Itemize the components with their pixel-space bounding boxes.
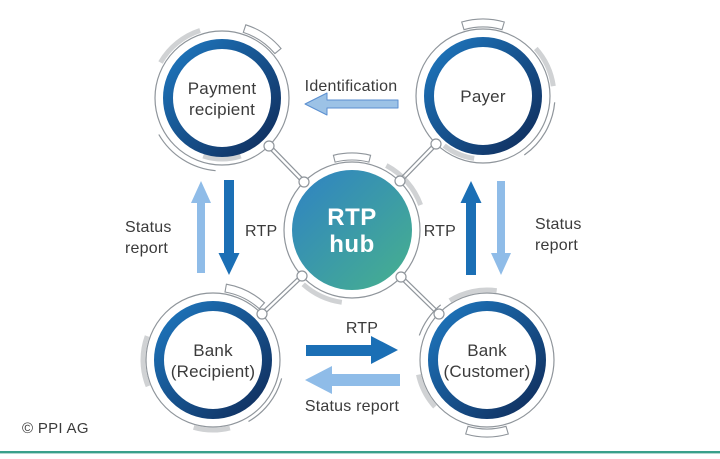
status-report-arrow-up-left-icon xyxy=(191,181,211,273)
hub-connectors xyxy=(256,138,445,320)
rtp-arrow-down-left-icon xyxy=(218,180,240,275)
tab-brackets xyxy=(224,18,509,438)
payer-outer-circle xyxy=(415,28,551,164)
status-report-arrow-left-bottom-icon xyxy=(305,366,400,394)
bank-customer-ring xyxy=(428,301,546,419)
rtp-hub-circle xyxy=(292,170,412,290)
bank-recipient-label-line1: Bank xyxy=(193,341,233,360)
payment-recipient-label-line1: Payment xyxy=(188,79,257,98)
payment-recipient-label-line2: recipient xyxy=(189,100,255,119)
footer-divider-line xyxy=(0,451,720,454)
bank-customer-label-line2: (Customer) xyxy=(443,362,530,381)
rtp-arrow-right-bottom-icon xyxy=(306,336,398,364)
bottom-rtp-label: RTP xyxy=(346,320,378,337)
bank-recipient-ring xyxy=(154,301,272,419)
copyright-label: © PPI AG xyxy=(22,420,89,437)
hub-label-line2: hub xyxy=(329,231,374,258)
right-rtp-label: RTP xyxy=(424,223,456,240)
status-report-arrow-down-right-icon xyxy=(491,181,511,275)
right-status-label-line1: Status xyxy=(535,216,582,233)
left-rtp-label: RTP xyxy=(245,223,277,240)
bank-customer-outer-circle xyxy=(419,292,555,428)
identification-arrow-left-icon xyxy=(304,92,399,116)
decorative-arcs xyxy=(140,28,556,433)
right-status-label-line2: report xyxy=(535,237,578,254)
bank-customer-label-line1: Bank xyxy=(467,341,507,360)
payer-label: Payer xyxy=(460,87,506,106)
payment-recipient-ring xyxy=(163,39,281,157)
hub-label-line1: RTP xyxy=(327,204,377,231)
payment-recipient-outer-circle xyxy=(154,30,290,166)
payer-ring xyxy=(424,37,542,155)
rtp-arrow-up-right-icon xyxy=(460,181,482,275)
bottom-status-label: Status report xyxy=(305,398,400,415)
left-status-label-line1: Status xyxy=(125,219,172,236)
bank-recipient-label-line2: (Recipient) xyxy=(171,362,255,381)
identification-label: Identification xyxy=(305,78,398,95)
bank-recipient-outer-circle xyxy=(145,292,281,428)
hub-outer-circle xyxy=(283,161,421,299)
left-status-label-line2: report xyxy=(125,240,168,257)
